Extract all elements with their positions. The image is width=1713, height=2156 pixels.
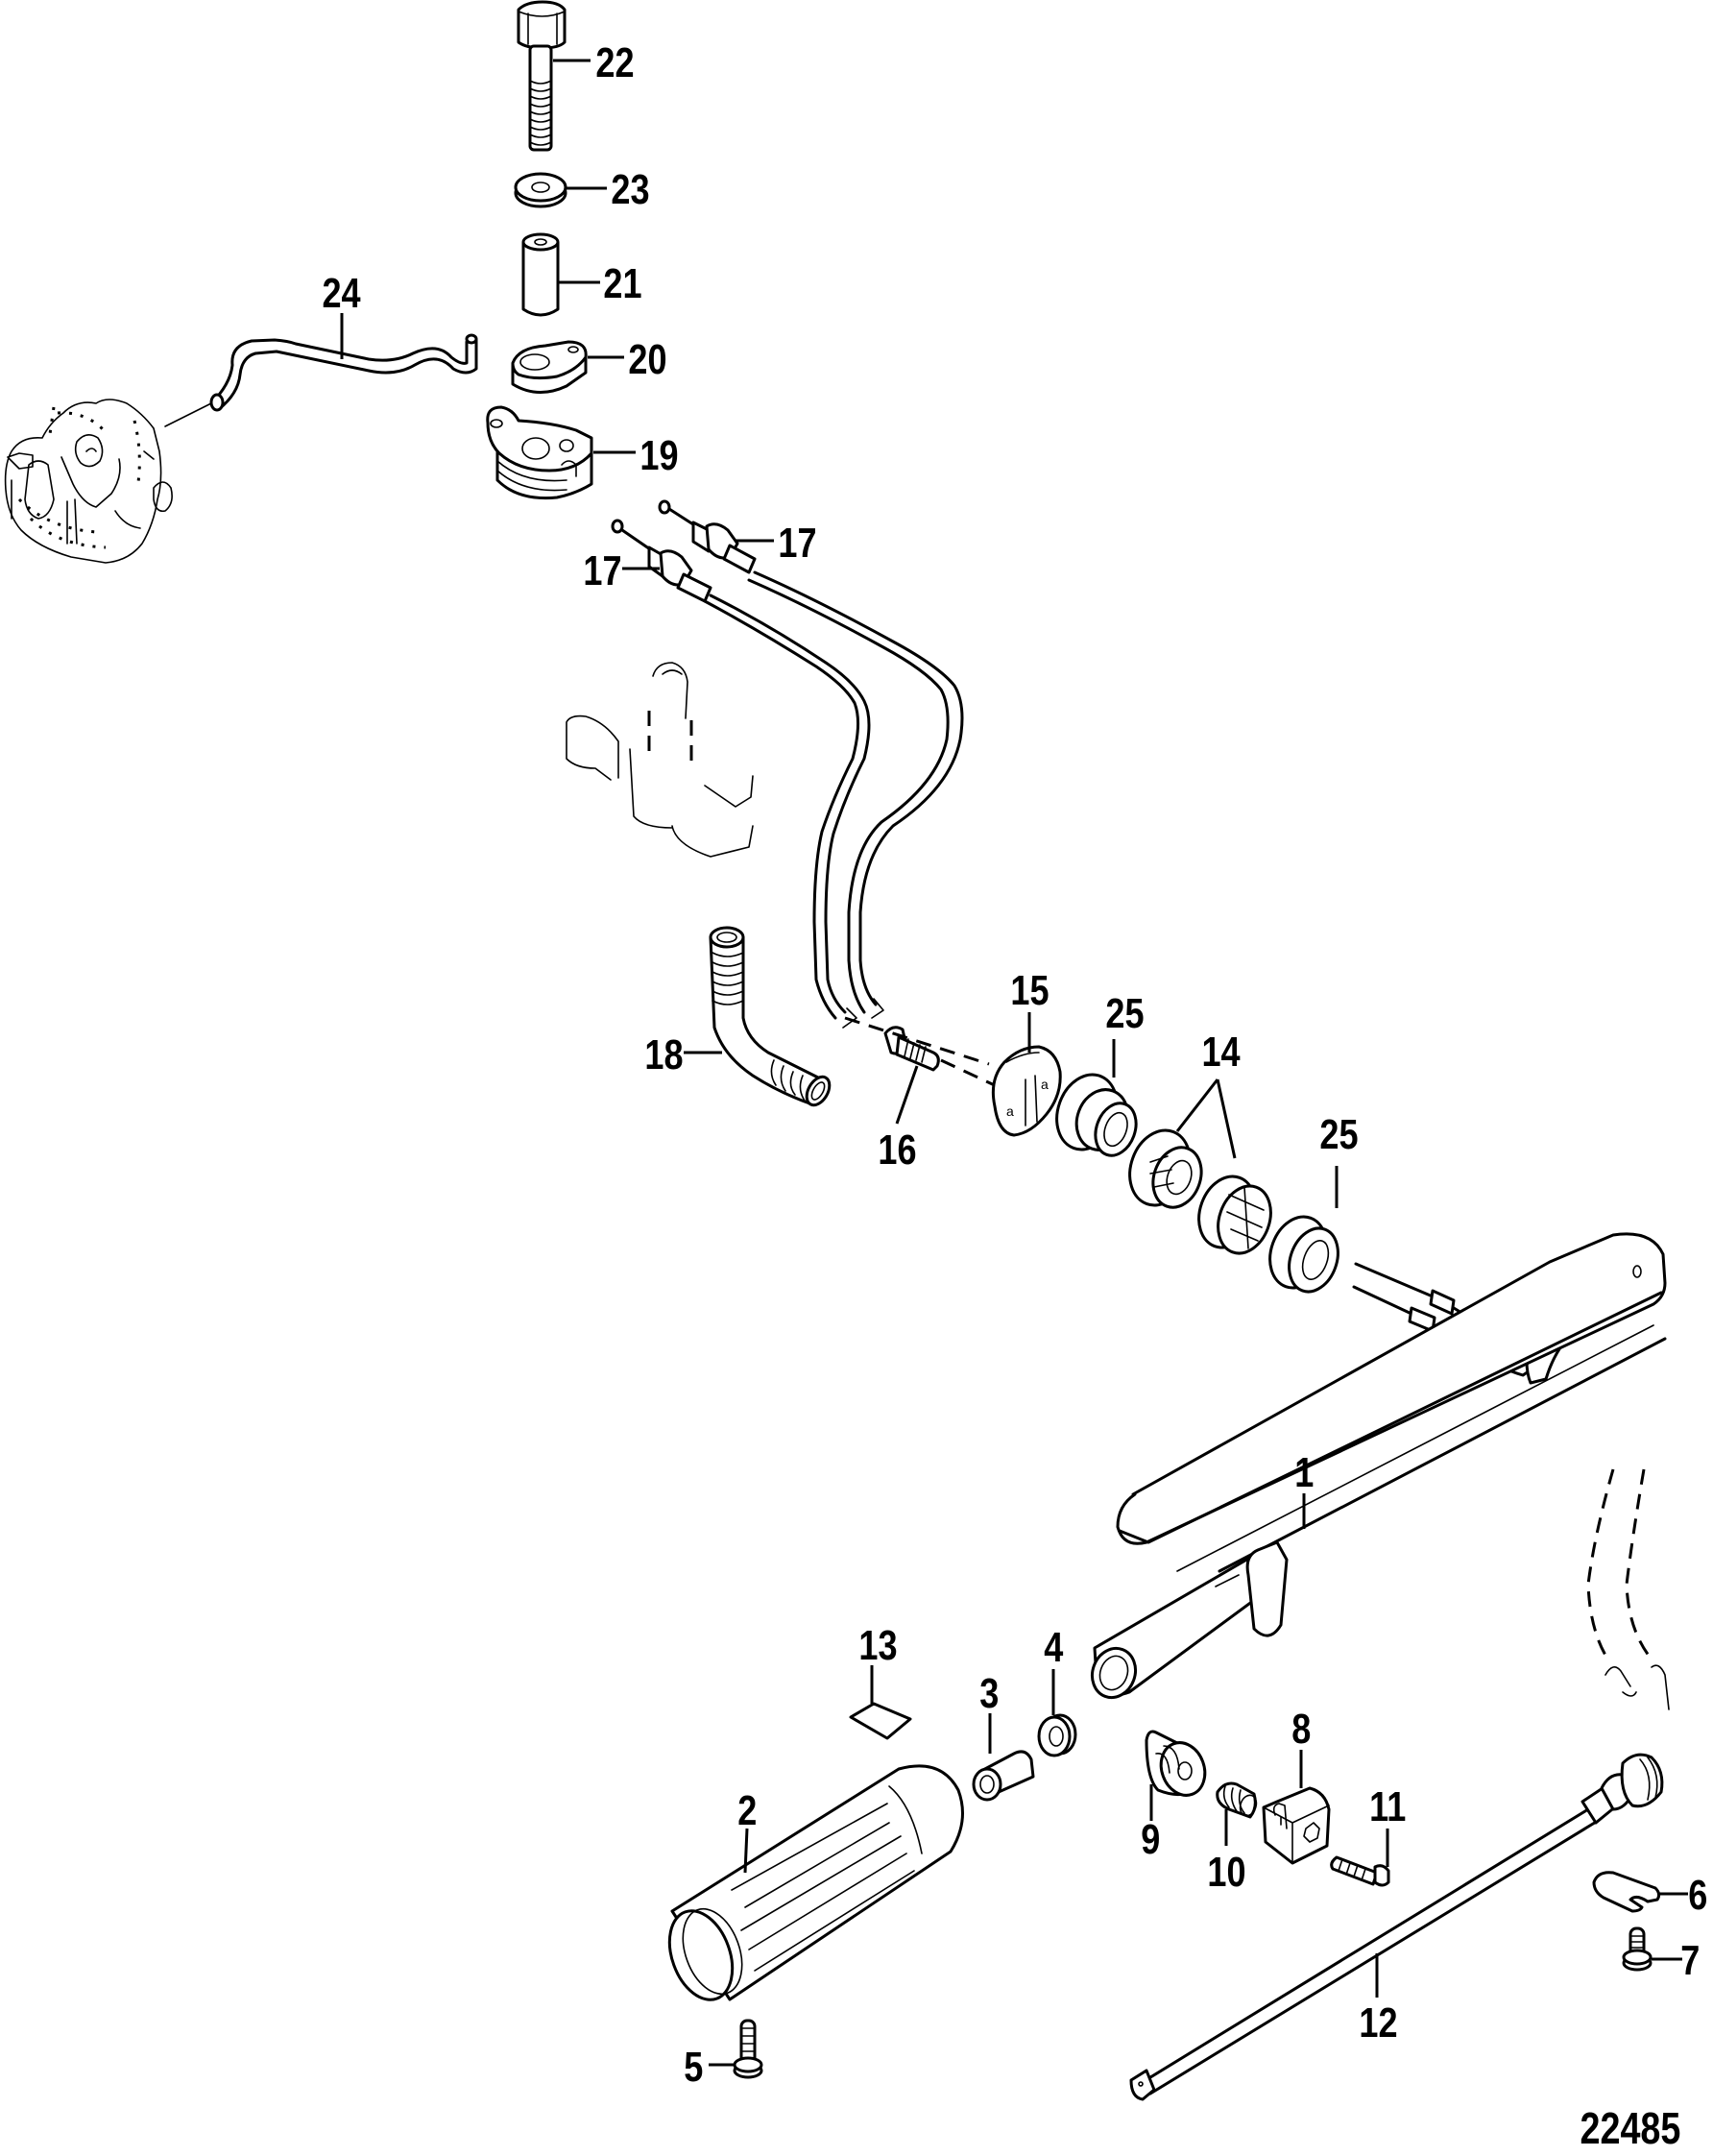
callout-16: 16 <box>878 1126 916 1174</box>
part-2-twist-grip: 2 <box>667 1764 964 2001</box>
callout-20: 20 <box>628 336 666 383</box>
part-25-bushing-lower: 25 <box>1268 1111 1359 1294</box>
part-24-throttle-link-rod: 24 <box>164 270 478 427</box>
svg-text:a: a <box>1041 1077 1049 1092</box>
callout-3: 3 <box>979 1670 999 1717</box>
callout-2: 2 <box>737 1787 757 1834</box>
callout-6: 6 <box>1688 1872 1707 1919</box>
part-21-spacer-sleeve: 21 <box>521 232 642 317</box>
callout-15: 15 <box>1010 967 1049 1014</box>
part-9-knob-adjuster: 9 <box>1141 1730 1207 1863</box>
part-5-screw: 5 <box>684 2019 763 2091</box>
reference-carburetor <box>4 399 173 564</box>
callout-5: 5 <box>684 2044 703 2091</box>
part-16-screw: 16 <box>844 1016 1000 1174</box>
part-1-tiller-handle-arm: 1 <box>1090 1232 1670 1710</box>
part-14-pulley-halves: 14 <box>1128 1029 1272 1255</box>
callout-25-upper: 25 <box>1105 990 1144 1037</box>
callout-9: 9 <box>1141 1816 1160 1863</box>
part-18-hose: 18 <box>644 926 832 1107</box>
callout-19: 19 <box>639 432 678 479</box>
callout-24: 24 <box>322 270 361 317</box>
figure-number: 22485 <box>1580 2103 1681 2152</box>
part-12-shift-rod: 12 <box>1129 1753 1664 2101</box>
callout-7: 7 <box>1680 1937 1700 1984</box>
part-19-throttle-cam-pulley: 19 <box>486 405 679 500</box>
callout-10: 10 <box>1207 1849 1245 1896</box>
callout-11: 11 <box>1369 1783 1406 1830</box>
callout-18: 18 <box>644 1031 683 1078</box>
part-6-retainer-clip: 6 <box>1592 1871 1707 1919</box>
part-23-washer: 23 <box>514 166 650 213</box>
part-20-throttle-lever: 20 <box>511 336 667 394</box>
callout-21: 21 <box>603 260 641 307</box>
part-15-cable-retainer-plate: a a 15 <box>991 967 1062 1137</box>
part-4-washer: 4 <box>1037 1624 1077 1757</box>
part-25-bushing-upper: 25 <box>1055 990 1145 1157</box>
callout-14: 14 <box>1201 1029 1241 1076</box>
reference-bracket <box>566 662 754 858</box>
part-13-decal: 13 <box>849 1622 912 1740</box>
callout-1: 1 <box>1294 1449 1314 1496</box>
callout-13: 13 <box>858 1622 897 1669</box>
callout-25-lower: 25 <box>1319 1111 1358 1158</box>
callout-17-lower: 17 <box>583 547 621 594</box>
part-3-bushing: 3 <box>972 1670 1035 1802</box>
part-22-bolt: 22 <box>517 0 635 152</box>
callout-4: 4 <box>1044 1624 1064 1671</box>
part-17-throttle-cables: 17 17 <box>583 499 964 1029</box>
part-11-screw: 11 <box>1330 1783 1406 1887</box>
callout-23: 23 <box>611 166 649 213</box>
callout-12: 12 <box>1359 1999 1397 2047</box>
part-7-screw: 7 <box>1622 1926 1700 1984</box>
part-10-spring: 10 <box>1207 1781 1258 1896</box>
part-8-friction-block: 8 <box>1262 1706 1331 1865</box>
callout-17-upper: 17 <box>778 520 816 567</box>
svg-text:a: a <box>1006 1103 1014 1119</box>
callout-22: 22 <box>595 39 634 86</box>
callout-8: 8 <box>1291 1706 1311 1753</box>
